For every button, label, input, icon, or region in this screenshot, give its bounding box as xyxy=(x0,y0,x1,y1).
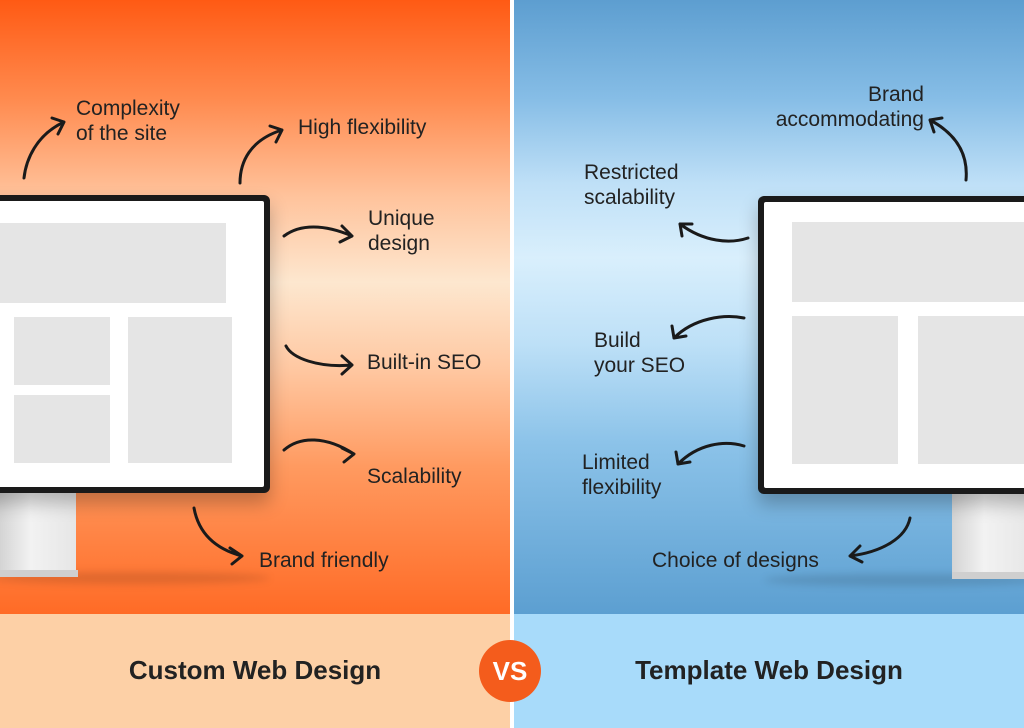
arrow-builtin-seo xyxy=(284,344,354,376)
monitor-screen xyxy=(0,201,264,487)
monitor-stand-base xyxy=(0,570,78,577)
label-builtin-seo: Built-in SEO xyxy=(367,351,482,374)
label-line: your SEO xyxy=(594,354,686,377)
label-line: of the site xyxy=(76,122,168,145)
label-restricted-scalability: Restricted scalability xyxy=(584,160,679,210)
screen-block xyxy=(14,317,110,385)
label-line: accommodating xyxy=(775,108,924,131)
label-brand-accommodating: Brand accommodating xyxy=(750,82,924,132)
label-line: flexibility xyxy=(582,476,662,499)
monitor-screen xyxy=(764,202,1024,488)
arrow-scalability xyxy=(282,438,356,464)
label-line: Complexity xyxy=(76,97,180,120)
label-complexity: Complexity of the site xyxy=(76,96,180,146)
label-scalability: Scalability xyxy=(367,465,462,488)
custom-footer xyxy=(0,614,510,728)
template-footer xyxy=(514,614,1024,728)
monitor-stand xyxy=(0,488,76,574)
label-line: scalability xyxy=(584,186,676,209)
template-illustration: Brand accommodating Restricted scalabili… xyxy=(514,0,1024,614)
label-high-flexibility: High flexibility xyxy=(298,116,427,139)
template-title: Template Web Design xyxy=(635,655,903,685)
arrow-limited-flexibility xyxy=(674,442,746,466)
label-unique-design: Unique design xyxy=(368,206,435,256)
label-limited-flexibility: Limited flexibility xyxy=(582,450,661,500)
monitor-stand-base xyxy=(952,572,1024,579)
custom-illustration: Complexity of the site High flexibility … xyxy=(0,0,510,614)
screen-block xyxy=(14,395,110,463)
label-brand-friendly: Brand friendly xyxy=(259,549,389,572)
screen-block xyxy=(792,316,898,464)
label-line: Build xyxy=(594,329,641,352)
arrow-restricted-scalability xyxy=(678,222,750,243)
label-line: design xyxy=(368,232,430,255)
arrow-choice-designs xyxy=(848,516,912,564)
arrow-brand-friendly xyxy=(192,506,244,566)
label-line: Restricted xyxy=(584,161,679,184)
arrow-high-flexibility xyxy=(238,124,284,185)
arrow-brand-accommodating xyxy=(928,116,968,182)
custom-design-panel: Complexity of the site High flexibility … xyxy=(0,0,510,728)
arrow-unique xyxy=(282,224,354,244)
label-line: Brand xyxy=(867,83,924,106)
label-choice-of-designs: Choice of designs xyxy=(652,549,819,572)
screen-block xyxy=(128,317,232,463)
custom-title: Custom Web Design xyxy=(128,655,382,685)
label-build-seo: Build your SEO xyxy=(594,328,685,378)
arrow-complexity xyxy=(22,116,66,180)
template-design-panel: Brand accommodating Restricted scalabili… xyxy=(514,0,1024,728)
label-line: Unique xyxy=(368,207,435,230)
monitor xyxy=(758,196,1024,494)
label-line: Limited xyxy=(582,451,650,474)
screen-header-block xyxy=(0,223,226,303)
screen-header-block xyxy=(792,222,1024,302)
monitor xyxy=(0,195,270,493)
monitor-stand xyxy=(952,490,1024,576)
screen-block xyxy=(918,316,1024,464)
vs-badge: VS xyxy=(479,640,541,702)
